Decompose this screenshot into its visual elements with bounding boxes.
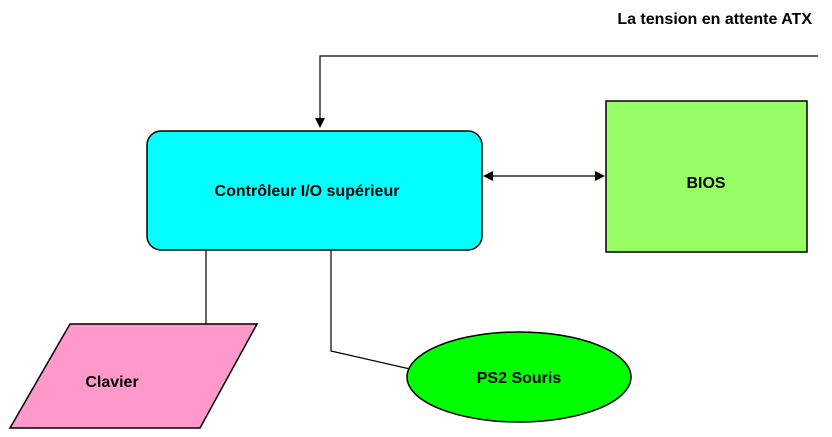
controller-label: Contrôleur I/O supérieur xyxy=(215,183,400,200)
supply-label: La tension en attente ATX xyxy=(617,11,812,28)
keyboard-shape xyxy=(8,323,259,429)
mouse-label: PS2 Souris xyxy=(477,370,562,387)
keyboard-node: Clavier xyxy=(8,323,259,429)
bios-label: BIOS xyxy=(686,175,725,192)
mouse-shape xyxy=(406,331,632,423)
mouse-node: PS2 Souris xyxy=(406,331,632,423)
bios-node: BIOS xyxy=(605,100,808,253)
supply-edge xyxy=(315,55,818,128)
controller-box xyxy=(146,130,483,251)
controller-mouse-edge xyxy=(330,250,411,370)
keyboard-label: Clavier xyxy=(85,374,138,391)
controller-node: Contrôleur I/O supérieur xyxy=(146,130,483,251)
bios-box xyxy=(605,100,808,253)
